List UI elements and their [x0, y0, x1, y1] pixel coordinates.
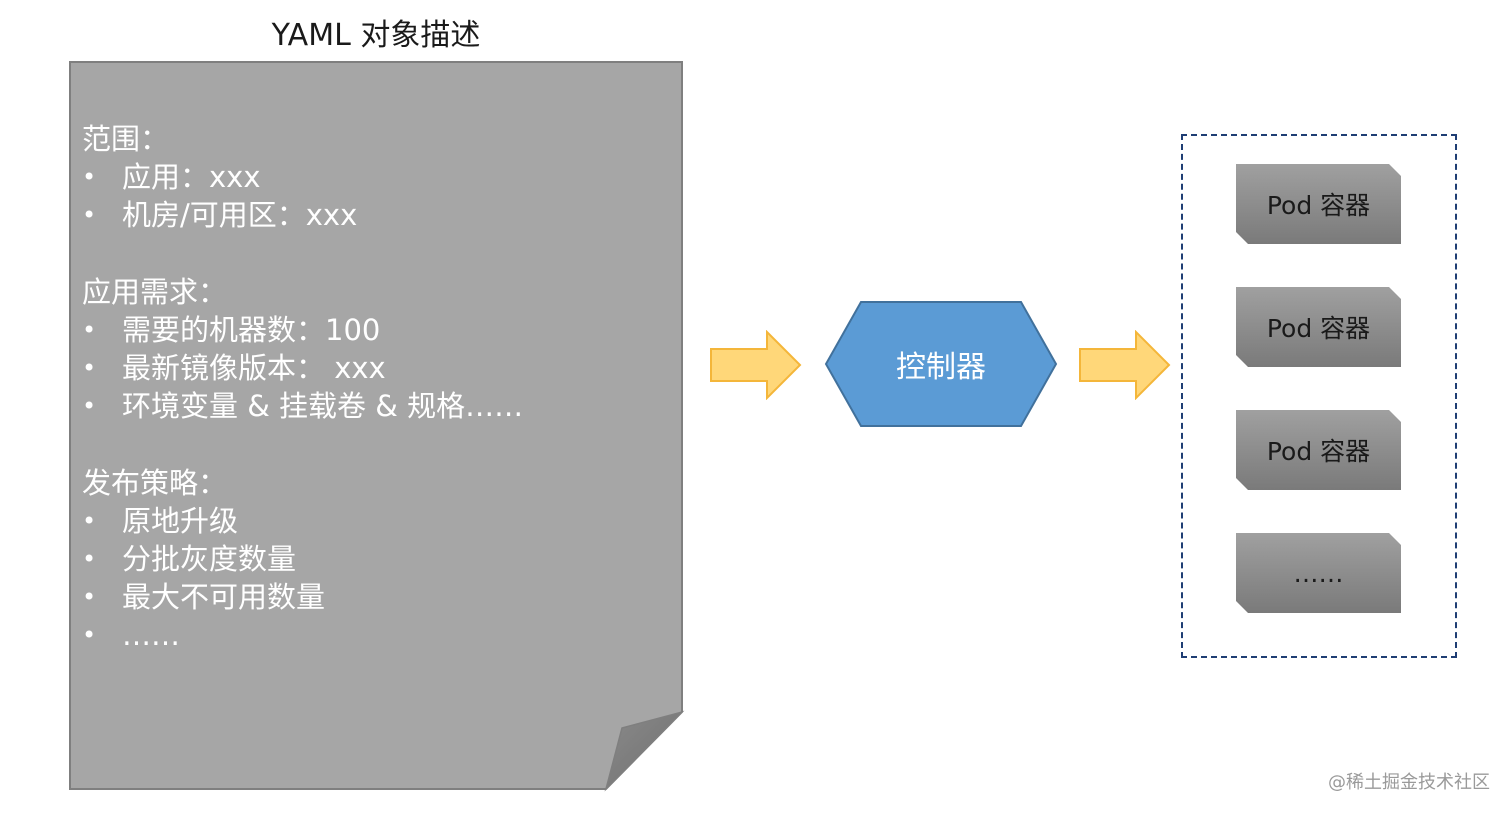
bullet-list: 应用：xxx 机房/可用区：xxx	[82, 158, 662, 234]
bullet-list: 需要的机器数：100 最新镜像版本： xxx 环境变量 & 挂载卷 & 规格……	[82, 311, 662, 425]
pod-box: Pod 容器	[1236, 164, 1401, 244]
hexagon-shape	[824, 301, 1058, 427]
pod-box: ……	[1236, 533, 1401, 613]
section-title: 范围：	[82, 122, 170, 156]
list-item: 环境变量 & 挂载卷 & 规格……	[82, 387, 662, 425]
list-item: ……	[82, 616, 662, 654]
list-item: 机房/可用区：xxx	[82, 196, 662, 234]
list-item: 最新镜像版本： xxx	[82, 349, 662, 387]
bullet-list: 原地升级 分批灰度数量 最大不可用数量 ……	[82, 502, 662, 654]
section-title: 发布策略：	[82, 466, 228, 500]
section-title: 应用需求：	[82, 275, 228, 309]
pod-label: Pod 容器	[1266, 437, 1371, 466]
document-fold	[604, 710, 685, 792]
controller-label: 控制器	[896, 350, 986, 385]
pod-group	[1181, 134, 1457, 658]
controller-node: 控制器	[824, 300, 1058, 428]
pod-shape	[1236, 533, 1401, 613]
list-item: 需要的机器数：100	[82, 311, 662, 349]
pod-shape	[1236, 164, 1401, 244]
list-item: 应用：xxx	[82, 158, 662, 196]
pod-box: Pod 容器	[1236, 287, 1401, 367]
pod-label: Pod 容器	[1266, 191, 1371, 220]
list-item: 最大不可用数量	[82, 578, 662, 616]
pod-label: ……	[1293, 558, 1344, 588]
list-item: 原地升级	[82, 502, 662, 540]
pod-shape	[1236, 287, 1401, 367]
section-requirements: 应用需求： 需要的机器数：100 最新镜像版本： xxx 环境变量 & 挂载卷 …	[82, 273, 662, 425]
pod-box: Pod 容器	[1236, 410, 1401, 490]
pod-shape	[1236, 410, 1401, 490]
document-content: 范围： 应用：xxx 机房/可用区：xxx 应用需求： 需要的机器数：100 最…	[82, 120, 662, 654]
section-scope: 范围： 应用：xxx 机房/可用区：xxx	[82, 120, 662, 234]
arrow-right-icon	[710, 330, 802, 400]
document-title: YAML 对象描述	[271, 18, 481, 53]
arrow-right-icon	[1079, 330, 1171, 400]
list-item: 分批灰度数量	[82, 540, 662, 578]
watermark: @稀土掘金技术社区	[1328, 772, 1490, 793]
section-release-strategy: 发布策略： 原地升级 分批灰度数量 最大不可用数量 ……	[82, 464, 662, 654]
pod-label: Pod 容器	[1266, 314, 1371, 343]
